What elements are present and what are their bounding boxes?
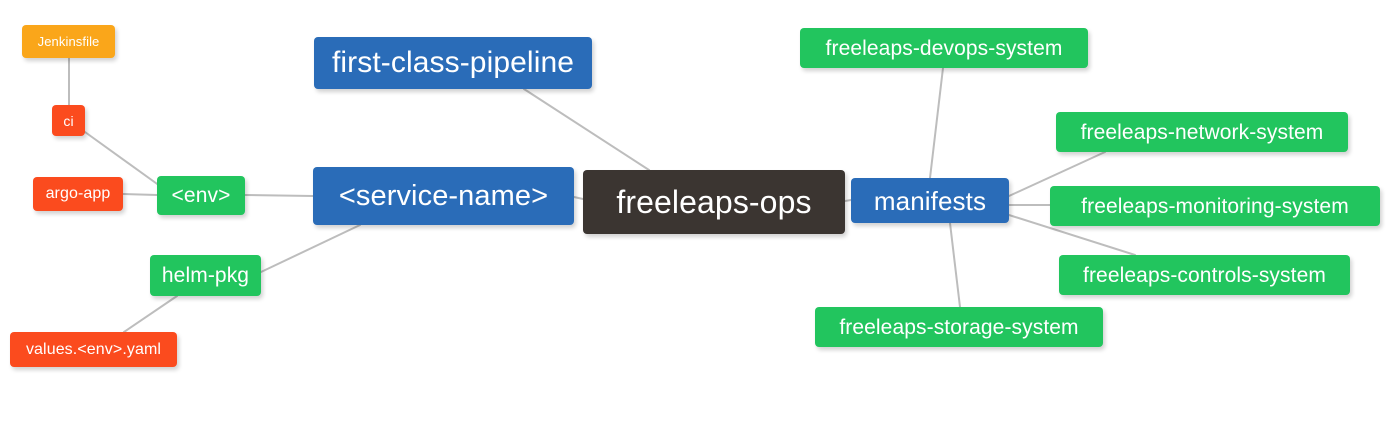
- node-label: argo-app: [45, 185, 111, 202]
- node-freeleaps-storage-system[interactable]: freeleaps-storage-system: [815, 307, 1103, 347]
- node-label: freeleaps-controls-system: [1083, 263, 1326, 287]
- node-ci[interactable]: ci: [52, 105, 85, 136]
- node-label: <service-name>: [338, 179, 549, 212]
- node-freeleaps-ops[interactable]: freeleaps-ops: [583, 170, 845, 234]
- node-freeleaps-controls-system[interactable]: freeleaps-controls-system: [1059, 255, 1350, 295]
- node-helm-pkg[interactable]: helm-pkg: [150, 255, 261, 296]
- node-label: first-class-pipeline: [331, 46, 575, 79]
- node-service-name[interactable]: <service-name>: [313, 167, 574, 225]
- node-argo-app[interactable]: argo-app: [33, 177, 123, 211]
- node-label: freeleaps-monitoring-system: [1081, 194, 1349, 218]
- node-label: manifests: [873, 185, 987, 216]
- node-manifests[interactable]: manifests: [851, 178, 1009, 223]
- node-freeleaps-network-system[interactable]: freeleaps-network-system: [1056, 112, 1348, 152]
- node-label: freeleaps-network-system: [1080, 120, 1324, 144]
- node-env[interactable]: <env>: [157, 176, 245, 215]
- node-label: freeleaps-ops: [616, 184, 812, 220]
- node-label: ci: [63, 112, 74, 129]
- node-label: freeleaps-storage-system: [839, 315, 1079, 339]
- node-label: Jenkinsfile: [37, 34, 100, 49]
- node-values-env-yaml[interactable]: values.<env>.yaml: [10, 332, 177, 367]
- node-freeleaps-monitoring-system[interactable]: freeleaps-monitoring-system: [1050, 186, 1380, 226]
- node-label: values.<env>.yaml: [25, 340, 162, 358]
- node-label: <env>: [171, 184, 231, 207]
- node-label: helm-pkg: [161, 264, 250, 287]
- node-jenkinsfile[interactable]: Jenkinsfile: [22, 25, 115, 58]
- node-label: freeleaps-devops-system: [825, 36, 1063, 60]
- node-first-class-pipeline[interactable]: first-class-pipeline: [314, 37, 592, 89]
- node-freeleaps-devops-system[interactable]: freeleaps-devops-system: [800, 28, 1088, 68]
